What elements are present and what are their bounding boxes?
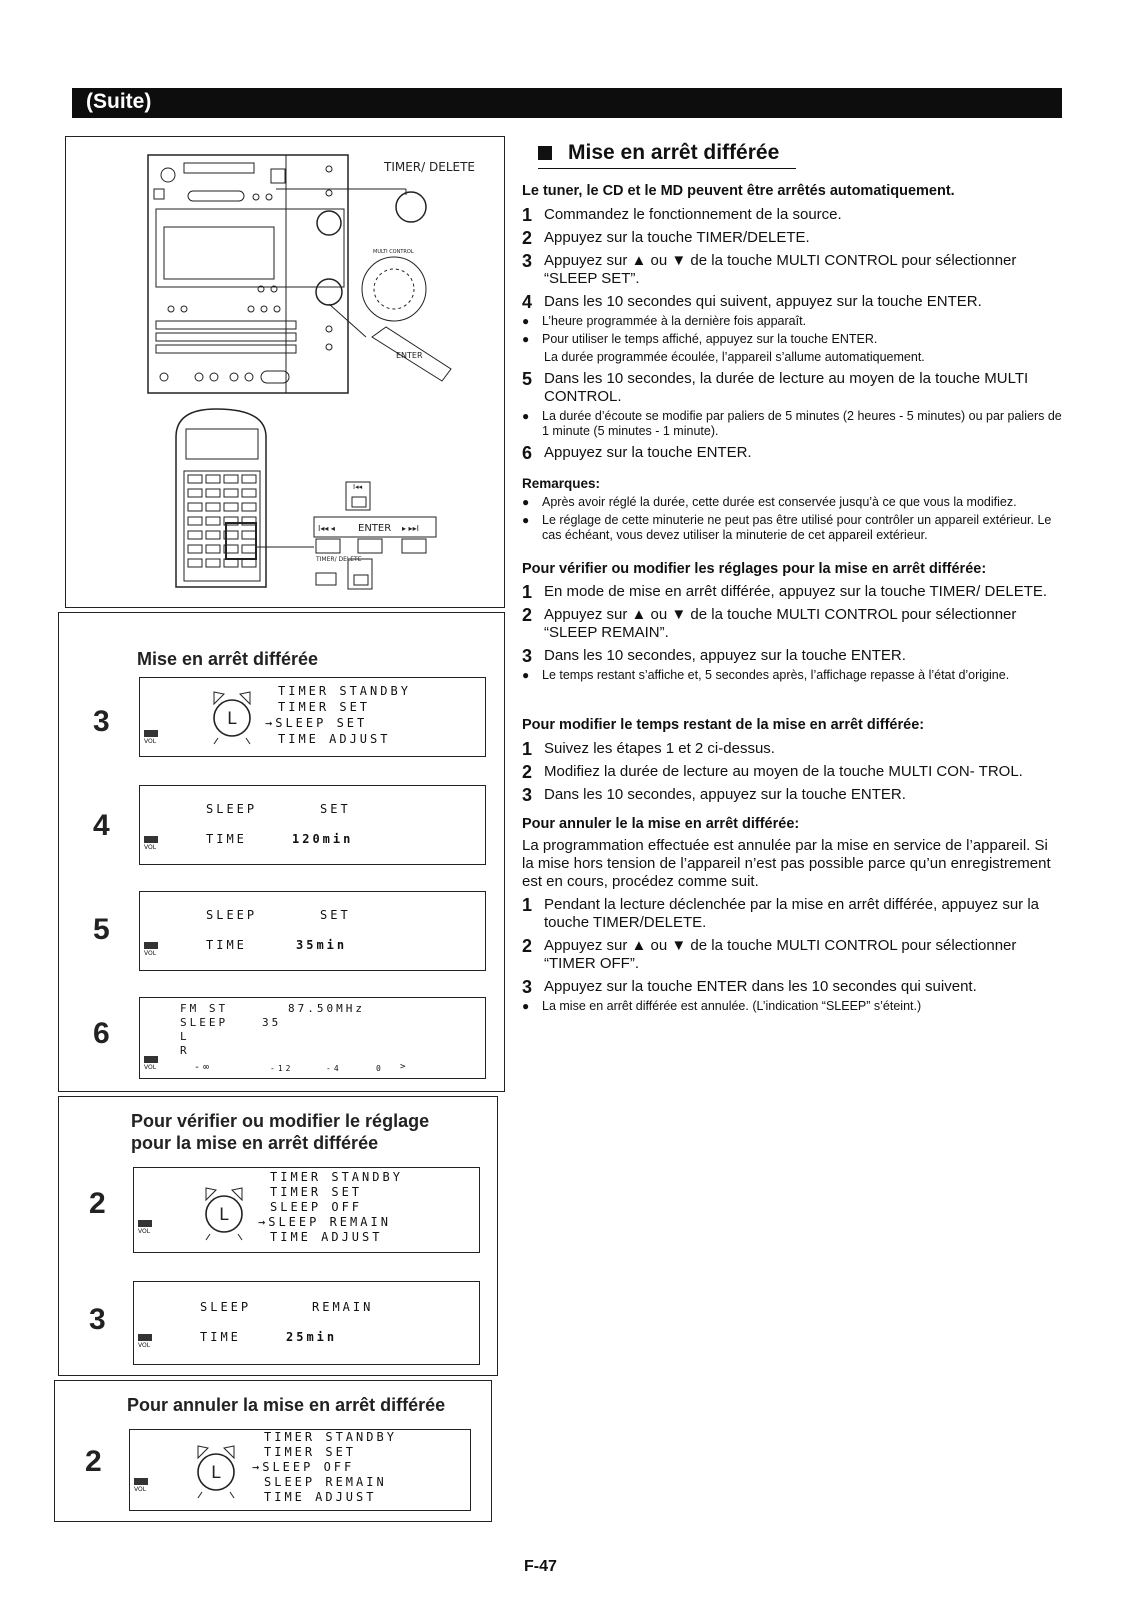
- remark-item: ●Le réglage de cette minuterie ne peut p…: [522, 512, 1052, 542]
- stereo-and-remote-drawing: TIMER/ DELETE MULTI CONTROL ENTER I◂◂ I◂…: [147, 154, 475, 590]
- check-panel-title: Pour vérifier ou modifier le réglage pou…: [131, 1111, 430, 1153]
- instructions-column: Mise en arrêt différée Le tuner, le CD e…: [522, 140, 1062, 1014]
- bullet-item: ●L’heure programmée à la dernière fois a…: [522, 313, 807, 328]
- svg-text:L: L: [211, 1463, 224, 1483]
- header-bar: (Suite): [72, 88, 1062, 118]
- bullet-item: ●Le temps restant s’affiche et, 5 second…: [522, 668, 1010, 683]
- remark-item: ●Après avoir réglé la durée, cette durée…: [522, 494, 1017, 509]
- sleep-panel: Mise en arrêt différée 3 L VOL TIMER STA…: [58, 612, 505, 1092]
- svg-text:I◂◂: I◂◂: [353, 483, 363, 491]
- svg-text:I◂◂ ◂: I◂◂ ◂: [318, 524, 335, 533]
- bullet-item: ●Pour utiliser le temps affiché, appuyez…: [522, 331, 878, 346]
- section-title: Mise en arrêt différée: [538, 140, 1062, 165]
- multi-control-label: MULTI CONTROL: [373, 249, 414, 255]
- cancel-panel: Pour annuler la mise en arrêt différée 2…: [54, 1380, 492, 1522]
- alarm-clock-icon: L: [213, 691, 251, 745]
- cancel-title: Pour annuler le la mise en arrêt différé…: [522, 815, 800, 832]
- step-number: 2: [85, 1445, 102, 1478]
- timer-delete-label: TIMER/ DELETE: [383, 160, 475, 174]
- lcd-display-cancel-step2: L VOL TIMER STANDBY TIMER SET →SLEEP OFF…: [129, 1429, 471, 1511]
- lcd-display-step4: VOL SLEEP SET TIME 120min: [139, 785, 486, 865]
- lcd-display-step3: L VOL TIMER STANDBY TIMER SET →SLEEP SET…: [139, 677, 486, 757]
- sleep-panel-title: Mise en arrêt différée: [137, 649, 319, 669]
- step-number: 2: [89, 1187, 106, 1220]
- header-label: (Suite): [86, 90, 152, 113]
- enter-label: ENTER: [396, 351, 423, 360]
- remarks-title: Remarques:: [522, 475, 601, 491]
- lcd-display-step6: VOL FM ST 87.50MHz SLEEP 35 L R -∞ -12 -…: [139, 997, 486, 1079]
- remote-enter-label: ENTER: [358, 523, 391, 534]
- verify-title: Pour vérifier ou modifier les réglages p…: [522, 560, 987, 577]
- lcd-display-step5: VOL SLEEP SET TIME 35min: [139, 891, 486, 971]
- bullet-item: ●La mise en arrêt différée est annulée. …: [522, 998, 922, 1013]
- modify-title: Pour modifier le temps restant de la mis…: [522, 717, 925, 734]
- page-number: F-47: [524, 1558, 557, 1575]
- step-number: 5: [93, 913, 110, 946]
- title-underline: [538, 168, 796, 170]
- square-bullet-icon: [538, 145, 552, 160]
- step-number: 3: [89, 1303, 106, 1336]
- cancel-panel-title: Pour annuler la mise en arrêt différée: [127, 1395, 446, 1415]
- check-panel: Pour vérifier ou modifier le réglage pou…: [58, 1096, 498, 1376]
- device-illustration-panel: TIMER/ DELETE MULTI CONTROL ENTER I◂◂ I◂…: [65, 136, 505, 608]
- remote-timer-delete-label: TIMER/ DELETE: [315, 556, 362, 563]
- step-number: 4: [93, 809, 110, 842]
- step-number: 3: [93, 705, 110, 738]
- alarm-clock-icon: L: [197, 1445, 235, 1499]
- note-text: La durée programmée écoulée, l’appareil …: [544, 349, 925, 364]
- step-number: 6: [93, 1017, 110, 1050]
- svg-text:▸ ▸▸I: ▸ ▸▸I: [402, 524, 419, 533]
- lcd-display-check-step3: VOL SLEEP REMAIN TIME 25min: [133, 1281, 480, 1365]
- alarm-clock-icon: L: [205, 1187, 243, 1241]
- svg-text:L: L: [219, 1205, 232, 1225]
- section-subtitle: Le tuner, le CD et le MD peuvent être ar…: [522, 183, 955, 200]
- cancel-intro: La programmation effectuée est annulée p…: [522, 836, 1051, 890]
- svg-text:L: L: [227, 709, 240, 729]
- bullet-item: ●La durée d’écoute se modifie par palier…: [522, 408, 1062, 438]
- lcd-display-check-step2: L VOL TIMER STANDBY TIMER SET SLEEP OFF …: [133, 1167, 480, 1253]
